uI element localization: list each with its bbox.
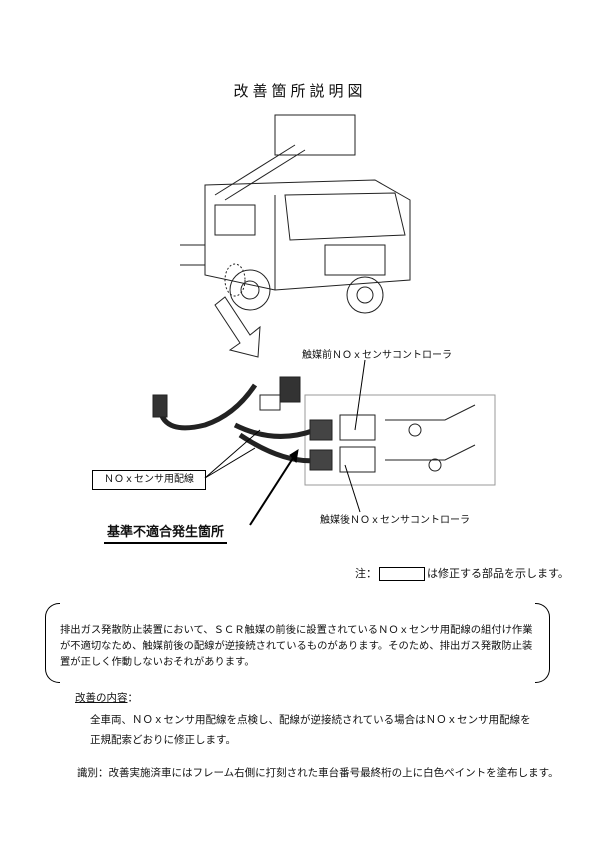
improvement-line-2: 正規配索どおりに修正します。	[90, 734, 236, 746]
defect-description: 排出ガス発散防止装置において、ＳＣＲ触媒の前後に設置されているＮＯｘセンサ用配線…	[60, 624, 533, 668]
leader-lines	[204, 359, 366, 526]
legend-note: 注： は修正する部品を示します。	[355, 565, 569, 581]
note-prefix: 注：	[355, 567, 377, 580]
fire-truck-illustration	[180, 114, 411, 314]
front-controller-label: 触媒前ＮＯｘセンサコントローラ	[302, 350, 452, 361]
improvement-heading-text: 改善の内容	[75, 692, 128, 704]
rear-controller-label: 触媒後ＮＯｘセンサコントローラ	[320, 515, 470, 526]
pointer-arrow	[214, 296, 261, 358]
page-title: 改善箇所説明図	[233, 82, 367, 100]
identification-text: 識別：改善実施済車にはフレーム右側に打刻された車台番号最終桁の上に白色ペイントを…	[77, 767, 559, 779]
improvement-heading: 改善の内容：	[75, 690, 138, 705]
improvement-colon: ：	[127, 692, 139, 704]
nox-wiring-diagram	[152, 376, 496, 486]
nox-wiring-label: ＮＯｘセンサ用配線	[92, 470, 206, 490]
defect-location-label: 基準不適合発生箇所	[104, 521, 228, 544]
note-suffix: は修正する部品を示します。	[427, 567, 569, 580]
bracket-left	[45, 603, 60, 683]
improvement-line-1: 全車両、ＮＯｘセンサ用配線を点検し、配線が逆接続されている場合はＮＯｘセンサ用配…	[90, 714, 531, 726]
legend-sample-box	[379, 567, 425, 581]
